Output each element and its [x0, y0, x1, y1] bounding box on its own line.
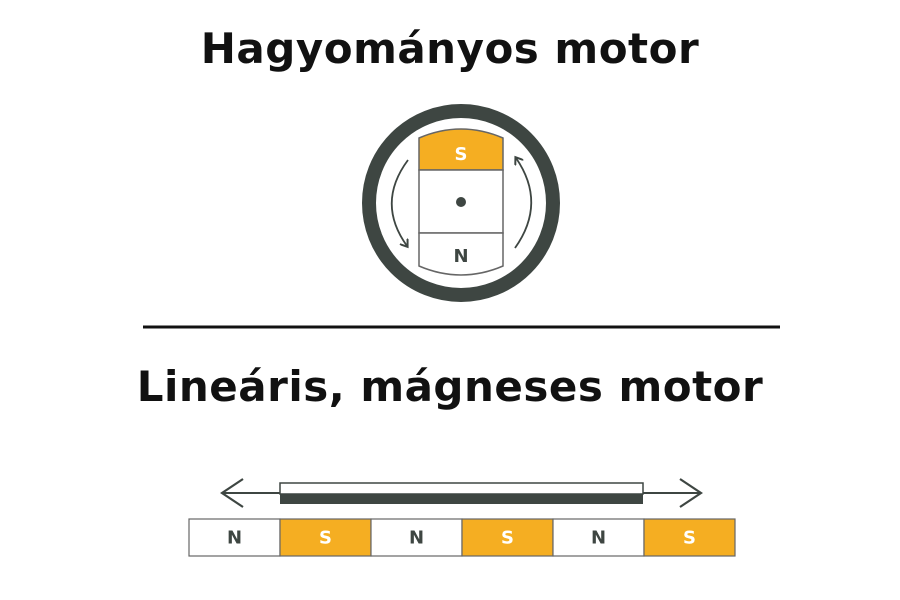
rotation-arrow-left — [390, 159, 409, 246]
magnet-segment-1 — [188, 518, 281, 557]
rotor-n-label: N — [453, 246, 468, 267]
rotor: S N — [418, 128, 504, 276]
magnet-segment-4 — [461, 518, 554, 557]
magnet-segment-label: N — [409, 528, 424, 549]
conventional-motor-title: Hagyományos motor — [200, 24, 700, 73]
rotation-arrow-right — [514, 158, 533, 249]
rotor-n-pole — [418, 232, 504, 276]
arrow-right-icon — [643, 478, 703, 508]
magnet-segment-label: S — [683, 528, 696, 549]
rotary-motor: S N — [362, 104, 560, 302]
magnet-segment-3 — [370, 518, 463, 557]
rotor-s-pole — [418, 128, 504, 171]
magnet-segment-label: S — [319, 528, 332, 549]
rotor-axis-dot — [456, 197, 466, 207]
magnet-segment-2 — [279, 518, 372, 557]
slider-bar — [280, 494, 643, 504]
magnet-segment-6 — [643, 518, 736, 557]
linear-motor-title: Lineáris, mágneses motor — [136, 362, 764, 411]
magnet-segment-label: S — [501, 528, 514, 549]
arrow-left-icon — [220, 478, 280, 508]
magnet-segment-5 — [552, 518, 645, 557]
slider-top — [279, 482, 644, 495]
magnet-segment-label: N — [591, 528, 606, 549]
magnet-segment-label: N — [227, 528, 242, 549]
rotor-s-label: S — [455, 144, 468, 165]
